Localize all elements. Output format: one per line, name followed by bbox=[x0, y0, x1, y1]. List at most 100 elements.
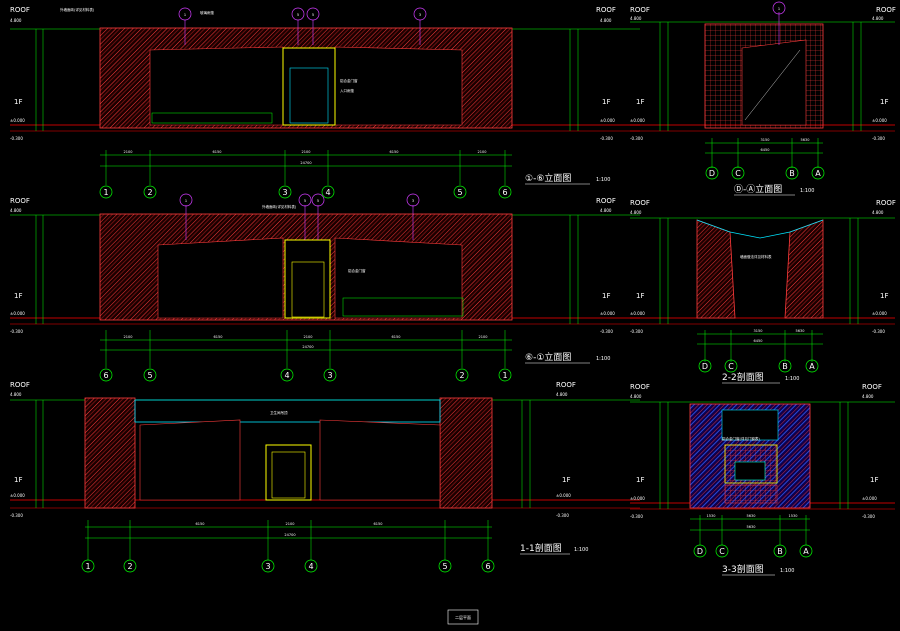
roof-level-value: 4.800 bbox=[630, 210, 642, 215]
roof-label: ROOF bbox=[630, 6, 650, 14]
roof-level-value: 4.800 bbox=[872, 16, 884, 21]
axis-bubble: 2 bbox=[147, 188, 152, 197]
callout-marker: 5 bbox=[317, 199, 319, 203]
floor-label: 1F bbox=[880, 98, 888, 106]
note: 铝合金门窗(详见门窗表) bbox=[722, 436, 760, 441]
view-title: 1-1剖面图 bbox=[520, 542, 562, 554]
floor-level-value: ±0.000 bbox=[10, 493, 25, 498]
floor-level-value: ±0.000 bbox=[872, 118, 887, 123]
roof-label: ROOF bbox=[876, 199, 896, 207]
glass-panel-left bbox=[149, 46, 284, 126]
dim-total: 6450 bbox=[761, 148, 770, 152]
ground-level-value: -0.300 bbox=[10, 136, 23, 141]
axis-bubble: C bbox=[735, 169, 741, 178]
footer-stamp-box bbox=[447, 609, 479, 625]
elevation-d-a bbox=[630, 12, 895, 168]
note: 卫生间吊顶 bbox=[270, 410, 288, 415]
floor-label: 1F bbox=[14, 98, 22, 106]
dim: 2100 bbox=[304, 335, 313, 339]
view-scale: 1:100 bbox=[785, 376, 799, 382]
section-3-3 bbox=[630, 401, 895, 545]
callout-marker: 5 bbox=[297, 13, 299, 17]
view-title: ①-⑥立面图 bbox=[525, 172, 571, 184]
dim: 2100 bbox=[286, 522, 295, 526]
dim: 5630 bbox=[801, 138, 810, 142]
section-1-1 bbox=[10, 397, 640, 560]
view-scale: 1:100 bbox=[574, 547, 588, 553]
note: 铝合金门窗 bbox=[348, 268, 366, 273]
axis-bubble: 1 bbox=[502, 371, 507, 380]
roof-level-value: 4.800 bbox=[630, 394, 642, 399]
roof-level-value: 4.800 bbox=[10, 208, 22, 213]
ground-level-value: -0.300 bbox=[10, 329, 23, 334]
view-scale: 1:100 bbox=[800, 188, 814, 194]
dim: 5630 bbox=[747, 514, 756, 518]
note: 外墙面砖(详见材料表) bbox=[262, 204, 297, 209]
roof-level-value: 4.800 bbox=[872, 210, 884, 215]
floor-level-value: ±0.000 bbox=[10, 118, 25, 123]
callout-marker: 1 bbox=[185, 199, 187, 203]
floor-level-value: ±0.000 bbox=[556, 493, 571, 498]
dim: 3150 bbox=[754, 329, 763, 333]
dim-total: 24700 bbox=[300, 161, 311, 165]
glass-panel-left-2 bbox=[157, 237, 284, 319]
dim: 2100 bbox=[302, 150, 311, 154]
axis-bubble: 1 bbox=[85, 562, 90, 571]
callout-marker: 5 bbox=[304, 199, 306, 203]
floor-label: 1F bbox=[602, 98, 610, 106]
dim: 6150 bbox=[390, 150, 399, 154]
floor-level-value: ±0.000 bbox=[10, 311, 25, 316]
floor-level-value: ±0.000 bbox=[630, 118, 645, 123]
floor-label: 1F bbox=[880, 292, 888, 300]
elevation-1-6 bbox=[10, 20, 640, 185]
axis-bubble: 3 bbox=[327, 371, 332, 380]
view-title: 2-2剖面图 bbox=[722, 371, 764, 383]
callout-marker: 3 bbox=[419, 13, 421, 17]
floor-level-value: ±0.000 bbox=[630, 496, 645, 501]
door-glazing bbox=[289, 67, 329, 124]
roof-level-value: 4.800 bbox=[862, 394, 874, 399]
axis-bubble: 2 bbox=[459, 371, 464, 380]
ground-level-value: -0.300 bbox=[10, 513, 23, 518]
roof-level-value: 4.800 bbox=[630, 16, 642, 21]
roof-level-value: 4.800 bbox=[10, 392, 22, 397]
dim: 5630 bbox=[796, 329, 805, 333]
planter-2 bbox=[342, 297, 464, 317]
floor-level-value: ±0.000 bbox=[872, 311, 887, 316]
floor-label: 1F bbox=[636, 98, 644, 106]
floor-label: 1F bbox=[14, 476, 22, 484]
axis-bubble: 5 bbox=[457, 188, 462, 197]
footer-stamp: 二层平面 bbox=[455, 614, 471, 620]
floor-level-value: ±0.000 bbox=[600, 311, 615, 316]
axis-bubble: 3 bbox=[282, 188, 287, 197]
dim: 6150 bbox=[196, 522, 205, 526]
roof-label: ROOF bbox=[862, 383, 882, 391]
floor-label: 1F bbox=[870, 476, 878, 484]
dim: 6150 bbox=[214, 335, 223, 339]
note: 入口雨篷 bbox=[340, 88, 354, 93]
roof-level-value: 4.800 bbox=[600, 18, 612, 23]
floor-label: 1F bbox=[636, 292, 644, 300]
roof-label: ROOF bbox=[10, 381, 30, 389]
axis-bubble: A bbox=[815, 169, 821, 178]
axis-bubble: 2 bbox=[127, 562, 132, 571]
ground-level-value: -0.300 bbox=[600, 329, 613, 334]
axis-bubble: C bbox=[728, 362, 734, 371]
callout-marker: 1 bbox=[184, 13, 186, 17]
roof-label: ROOF bbox=[630, 383, 650, 391]
roof-label: ROOF bbox=[596, 197, 616, 205]
floor-level-value: ±0.000 bbox=[862, 496, 877, 501]
dim-total: 6450 bbox=[754, 339, 763, 343]
glass-panel-right bbox=[334, 46, 463, 126]
axis-bubble: A bbox=[803, 547, 809, 556]
entrance-door bbox=[282, 47, 336, 126]
floor-label: 1F bbox=[636, 476, 644, 484]
roof-label: ROOF bbox=[556, 381, 576, 389]
axis-bubble: 5 bbox=[442, 562, 447, 571]
dim-total: 24700 bbox=[284, 533, 295, 537]
axis-bubble: 5 bbox=[147, 371, 152, 380]
axis-bubble: C bbox=[719, 547, 725, 556]
floor-label: 1F bbox=[562, 476, 570, 484]
axis-bubble: 4 bbox=[308, 562, 313, 571]
